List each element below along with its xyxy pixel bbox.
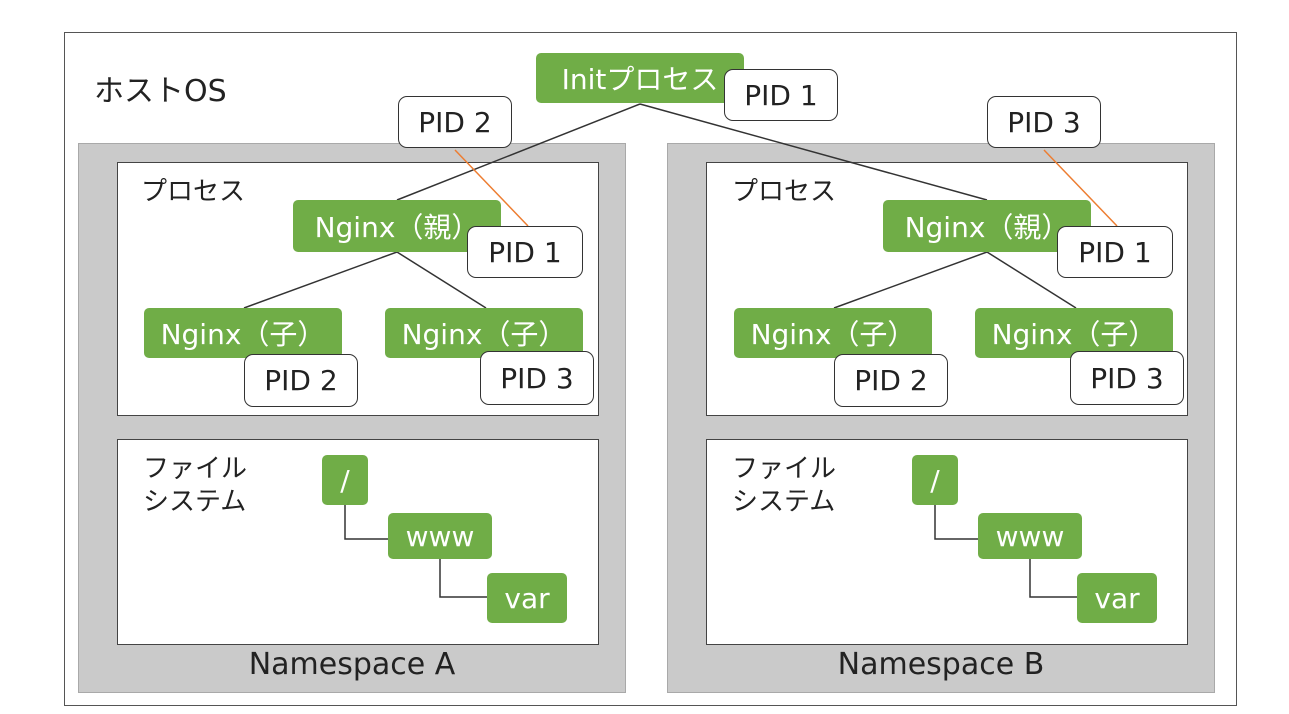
dir-www-box: www [978, 513, 1082, 559]
namespace-b-filesystem-label: ファイル システム [732, 453, 836, 518]
namespace-a-process-label: プロセス [141, 177, 246, 207]
filesystem-label-line1: ファイル [732, 454, 837, 484]
nginx-parent-box: Nginx（親） [883, 200, 1091, 252]
namespace-a-label: Namespace A [248, 647, 456, 682]
dir-var-box: var [487, 573, 567, 623]
fs-b-www-to-var-line [1029, 557, 1077, 598]
nginx-a-parent-to-child1-line [243, 251, 398, 309]
nginx-child-pid: PID 2 [834, 354, 948, 407]
nginx-b-parent-to-child2-line [986, 251, 1077, 309]
filesystem-label-line2: システム [143, 486, 247, 517]
host-os-label: ホストOS [94, 74, 227, 109]
nginx-child-box: Nginx（子） [734, 308, 932, 358]
init-to-nginx-a-line [396, 103, 641, 201]
nginx-parent-box: Nginx（親） [293, 200, 501, 252]
nginx-child-pid: PID 2 [244, 354, 358, 407]
dir-www-box: www [388, 513, 492, 559]
nginx-parent-pid: PID 1 [1057, 226, 1173, 278]
pid-link-a-line [454, 149, 529, 227]
namespace-b-process-label: プロセス [732, 177, 837, 207]
filesystem-label-line1: ファイル [143, 454, 248, 484]
filesystem-label-line2: システム [732, 486, 836, 517]
nginx-parent-pid: PID 1 [467, 226, 583, 278]
dir-root-box: / [322, 455, 368, 505]
fs-b-root-to-www-line [934, 505, 978, 540]
nginx-child-pid: PID 3 [480, 351, 594, 405]
namespace-a-host-pid: PID 2 [398, 96, 512, 148]
namespace-b-host-pid: PID 3 [987, 96, 1101, 148]
init-to-nginx-b-line [639, 103, 988, 201]
nginx-child-box: Nginx（子） [144, 308, 342, 358]
dir-root-box: / [912, 455, 958, 505]
init-process-box: Initプロセス [536, 53, 744, 103]
namespace-a-filesystem-label: ファイル システム [143, 453, 247, 518]
nginx-child-pid: PID 3 [1070, 351, 1184, 405]
nginx-a-parent-to-child2-line [396, 251, 487, 309]
fs-a-root-to-www-line [344, 505, 388, 540]
pid-link-b-line [1043, 149, 1118, 227]
init-pid-label: PID 1 [724, 69, 838, 121]
nginx-child-box: Nginx（子） [385, 308, 583, 358]
namespace-b-label: Namespace B [837, 647, 1045, 682]
fs-a-www-to-var-line [439, 557, 487, 598]
nginx-b-parent-to-child1-line [833, 251, 988, 309]
nginx-child-box: Nginx（子） [975, 308, 1173, 358]
dir-var-box: var [1077, 573, 1157, 623]
